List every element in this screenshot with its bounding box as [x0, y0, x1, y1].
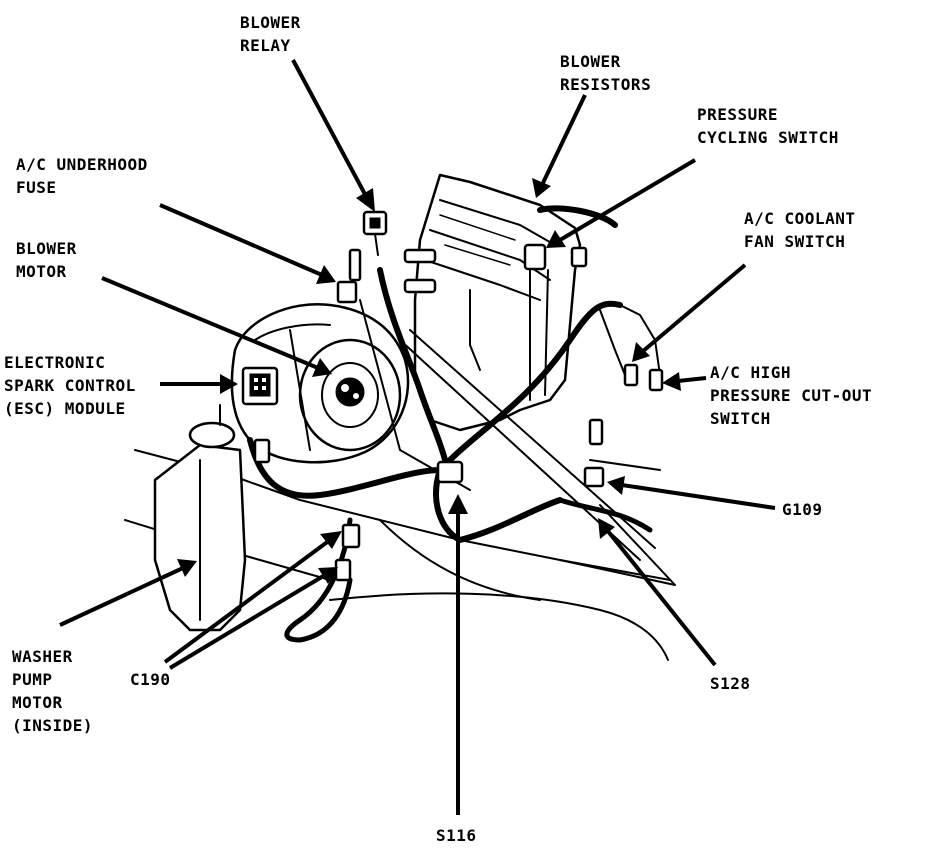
esc-module	[241, 366, 279, 406]
label-line: BLOWER	[16, 239, 77, 258]
label-line: CYCLING SWITCH	[697, 128, 839, 147]
label-line: MOTOR	[16, 262, 67, 281]
arrow-washer-pump	[59, 566, 184, 627]
blower-motor-housing	[230, 303, 410, 464]
arrow-s128	[605, 528, 717, 667]
label-line: (INSIDE)	[12, 716, 94, 735]
callout-arrows	[59, 59, 776, 815]
label-ac-coolant-fan-switch: A/C COOLANT FAN SWITCH	[744, 207, 855, 253]
label-line: S116	[436, 826, 477, 845]
label-blower-resistors: BLOWER RESISTORS	[560, 50, 651, 96]
label-line: A/C COOLANT	[744, 209, 856, 228]
label-line: MOTOR	[12, 693, 63, 712]
label-blower-relay: BLOWER RELAY	[240, 11, 301, 57]
label-line: A/C HIGH	[710, 363, 792, 382]
label-line: S128	[710, 674, 751, 693]
small-components	[253, 210, 664, 582]
arrow-ac-coolant-fan-switch	[640, 263, 747, 354]
label-line: WASHER	[12, 647, 73, 666]
label-line: FUSE	[16, 178, 57, 197]
label-line: ELECTRONIC	[4, 353, 106, 372]
arrow-g109	[621, 483, 776, 510]
label-line: PRESSURE CUT-OUT	[710, 386, 873, 405]
label-line: BLOWER	[240, 13, 301, 32]
arrow-c190-lower	[168, 573, 327, 670]
label-line: BLOWER	[560, 52, 621, 71]
label-esc-module: ELECTRONIC SPARK CONTROL (ESC) MODULE	[4, 351, 136, 420]
arrow-c190-upper	[163, 538, 332, 664]
label-blower-motor: BLOWER MOTOR	[16, 237, 77, 283]
label-s128: S128	[710, 672, 751, 695]
arrow-blower-relay	[291, 59, 369, 199]
wiring-harness	[247, 205, 661, 643]
label-line: PRESSURE	[697, 105, 779, 124]
arrow-ac-high-pressure-cutout	[677, 376, 707, 383]
evaporator-case	[413, 173, 582, 432]
label-line: RESISTORS	[560, 75, 652, 94]
label-line: SWITCH	[710, 409, 771, 428]
label-line: (ESC) MODULE	[4, 399, 126, 418]
label-line: A/C UNDERHOOD	[16, 155, 148, 174]
arrow-blower-motor	[101, 276, 319, 370]
washer-reservoir	[153, 404, 247, 632]
label-line: PUMP	[12, 670, 53, 689]
label-line: G109	[782, 500, 823, 519]
label-line: RELAY	[240, 36, 291, 55]
label-washer-pump-motor: WASHER PUMP MOTOR (INSIDE)	[12, 645, 93, 737]
arrow-ac-underhood-fuse	[159, 203, 323, 277]
label-line: SPARK CONTROL	[4, 376, 136, 395]
label-ac-underhood-fuse: A/C UNDERHOOD FUSE	[16, 153, 148, 199]
label-g109: G109	[782, 498, 823, 521]
label-ac-high-pressure-cutout-switch: A/C HIGH PRESSURE CUT-OUT SWITCH	[710, 361, 872, 430]
label-c190: C190	[130, 668, 171, 691]
label-line: C190	[130, 670, 171, 689]
label-line: FAN SWITCH	[744, 232, 846, 251]
label-pressure-cycling-switch: PRESSURE CYCLING SWITCH	[697, 103, 839, 149]
arrow-blower-resistors	[540, 94, 587, 186]
arrow-pressure-cycling-switch	[558, 158, 697, 242]
label-s116: S116	[436, 824, 477, 847]
